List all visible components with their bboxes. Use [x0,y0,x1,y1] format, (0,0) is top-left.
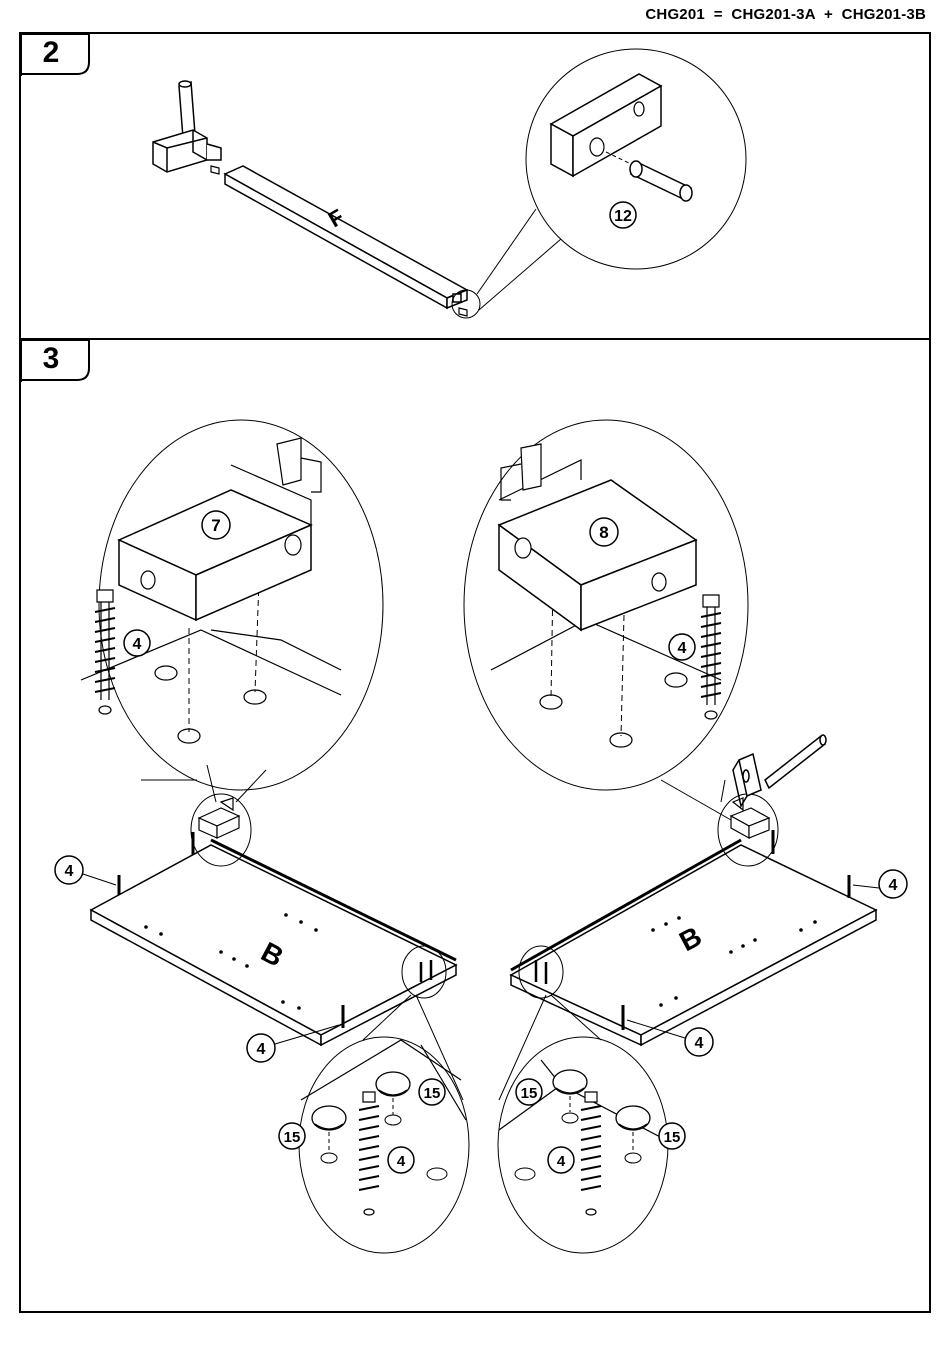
detail-callout-step2: 12 [452,49,746,318]
part-15-label: 15 [284,1129,301,1146]
hammer-icon [153,81,221,172]
dowel-small-icon [459,308,467,316]
step-3-panel: 3 [19,338,931,1313]
part-15-label: 15 [424,1085,441,1102]
part-8-label: 8 [599,523,608,542]
part-4-label: 4 [695,1035,704,1052]
part-12-label: 12 [614,208,632,225]
part-4-label: 4 [133,636,142,653]
part-b-code: CHG201-3B [842,6,926,23]
part-15-label: 15 [664,1129,681,1146]
part-4-label: 4 [678,640,687,657]
cam-lock-mini-icon [199,798,239,838]
equals-sign: = [714,6,723,23]
part-4-label: 4 [397,1153,406,1170]
part-4-label: 4 [557,1153,566,1170]
rail-panel-f [225,166,467,308]
part-4-label: 4 [65,863,74,880]
part-4-label: 4 [889,877,898,894]
model-code: CHG201 [645,6,705,23]
step-2-illustration: F 12 [21,34,929,338]
part-7-label: 7 [211,516,220,535]
part-a-code: CHG201-3A [731,6,815,23]
model-header: CHG201 = CHG201-3A + CHG201-3B [645,6,926,23]
step-2-panel: 2 F [19,32,931,340]
plus-sign: + [824,6,833,23]
part-4-label: 4 [257,1041,266,1058]
cam-lock-mini-icon [731,798,769,838]
dowel-icon [211,166,219,174]
detail-callout-left-top: 7 4 [81,420,383,802]
detail-callout-right-top: 8 4 [464,420,748,820]
hammer-icon [733,735,826,806]
step-3-illustration: 7 4 [21,340,929,1311]
part-15-label: 15 [521,1085,538,1102]
